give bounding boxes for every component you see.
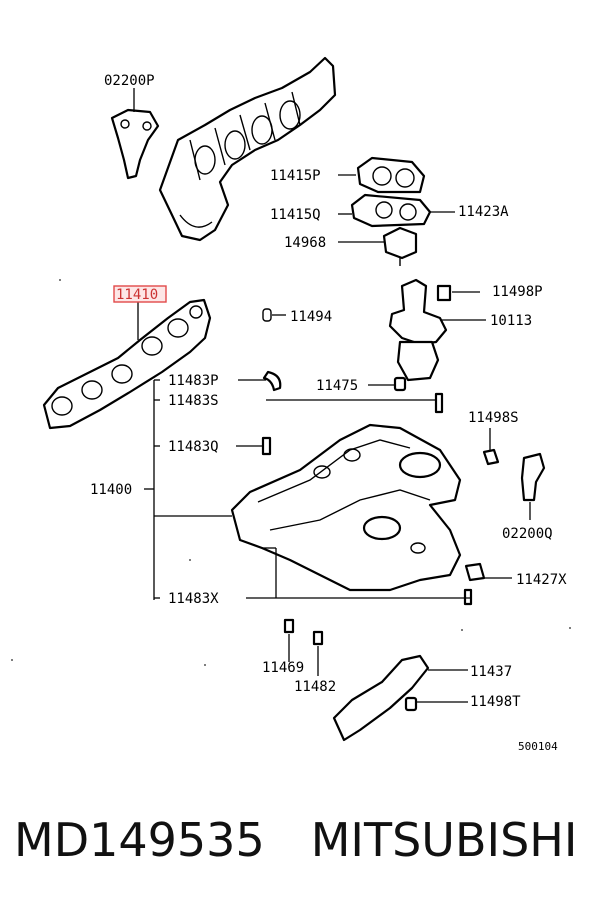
- exhaust-manifold: [158, 56, 337, 242]
- label-11498t: 11498T: [470, 694, 521, 710]
- label-11498s: 11498S: [468, 410, 519, 426]
- label-11400: 11400: [90, 482, 132, 498]
- scan-dots: [11, 279, 571, 666]
- thermostat-housing: [388, 278, 486, 382]
- label-11427x: 11427X: [516, 572, 567, 588]
- label-11483x: 11483X: [168, 591, 219, 607]
- label-11483p: 11483P: [168, 373, 219, 389]
- small-parts: [236, 284, 546, 712]
- label-02200p-top: 02200P: [104, 73, 155, 89]
- throttle-body-group: [338, 156, 455, 266]
- parts-diagram: 02200P 11415P 11415Q 11423A 14968 11410 …: [11, 56, 571, 753]
- label-11415q: 11415Q: [270, 207, 321, 223]
- label-11498p: 11498P: [492, 284, 543, 300]
- label-11423a: 11423A: [458, 204, 509, 220]
- label-02200q: 02200Q: [502, 526, 553, 542]
- diagram-code: 500104: [518, 740, 558, 753]
- bracket-11437: [332, 654, 468, 742]
- part-number: MD149535: [14, 813, 265, 867]
- label-11410: 11410: [116, 287, 158, 303]
- label-11494: 11494: [290, 309, 332, 325]
- brand-name: MITSUBISHI: [310, 813, 578, 867]
- footer: MD149535 MITSUBISHI: [0, 800, 600, 880]
- label-11482: 11482: [294, 679, 336, 695]
- intake-manifold: [144, 379, 470, 600]
- label-11437: 11437: [470, 664, 512, 680]
- gasket-11410: [42, 298, 212, 430]
- label-11483q: 11483Q: [168, 439, 219, 455]
- label-11483s: 11483S: [168, 393, 219, 409]
- bracket-02200p-top: [110, 88, 160, 180]
- label-11415p: 11415P: [270, 168, 321, 184]
- highlight-box-11410: [113, 285, 167, 303]
- label-10113: 10113: [490, 313, 532, 329]
- label-11475: 11475: [316, 378, 358, 394]
- label-14968: 14968: [284, 235, 326, 251]
- label-11469: 11469: [262, 660, 304, 676]
